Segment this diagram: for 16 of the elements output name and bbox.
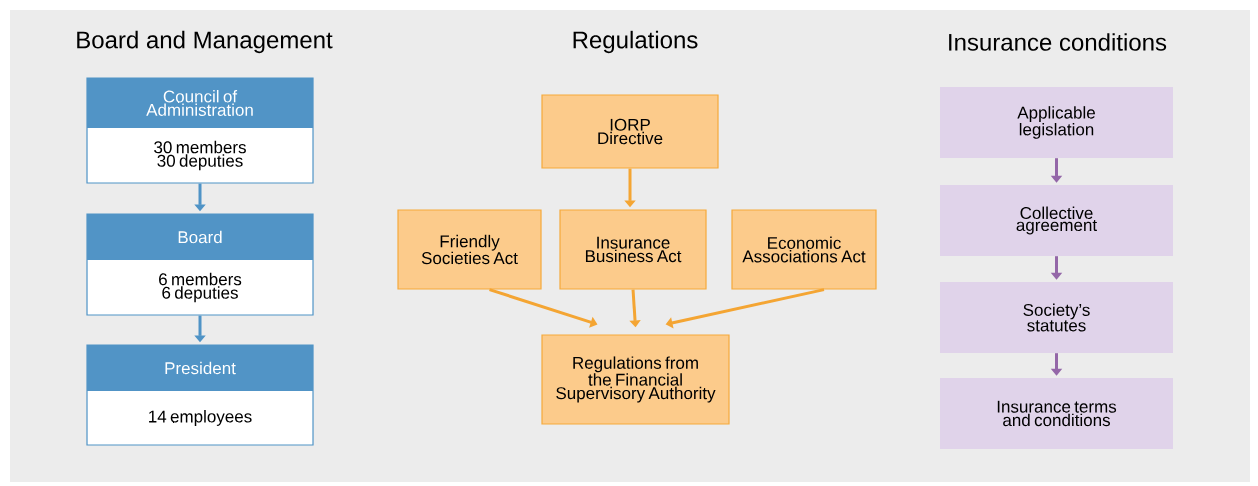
column-heading: Board and Management xyxy=(77,30,333,54)
step-box: Applicable legislation xyxy=(940,87,1173,158)
column-heading: Regulations xyxy=(573,30,698,54)
arrow xyxy=(489,288,598,328)
step-box: Insurance terms and conditions xyxy=(940,378,1173,449)
org-box: President 14 employees xyxy=(86,344,314,446)
org-box: Board 6 members 6 deputies xyxy=(86,213,314,316)
regulation-box: Regulations from the Financial Supervisory Authority xyxy=(541,334,730,425)
step-box: Collective agreement xyxy=(940,185,1173,256)
regulation-box: Friendly Societies Act xyxy=(397,209,542,290)
column-heading: Insurance conditions xyxy=(949,33,1167,51)
regulation-box: IORP Directive xyxy=(541,94,719,169)
org-box: Council of Administration 30 members 30 deputies xyxy=(86,77,314,184)
regulation-box: Insurance Business Act xyxy=(559,209,707,290)
step-box: Society’s statutes xyxy=(940,282,1173,353)
regulation-box: Economic Associations Act xyxy=(731,209,877,290)
